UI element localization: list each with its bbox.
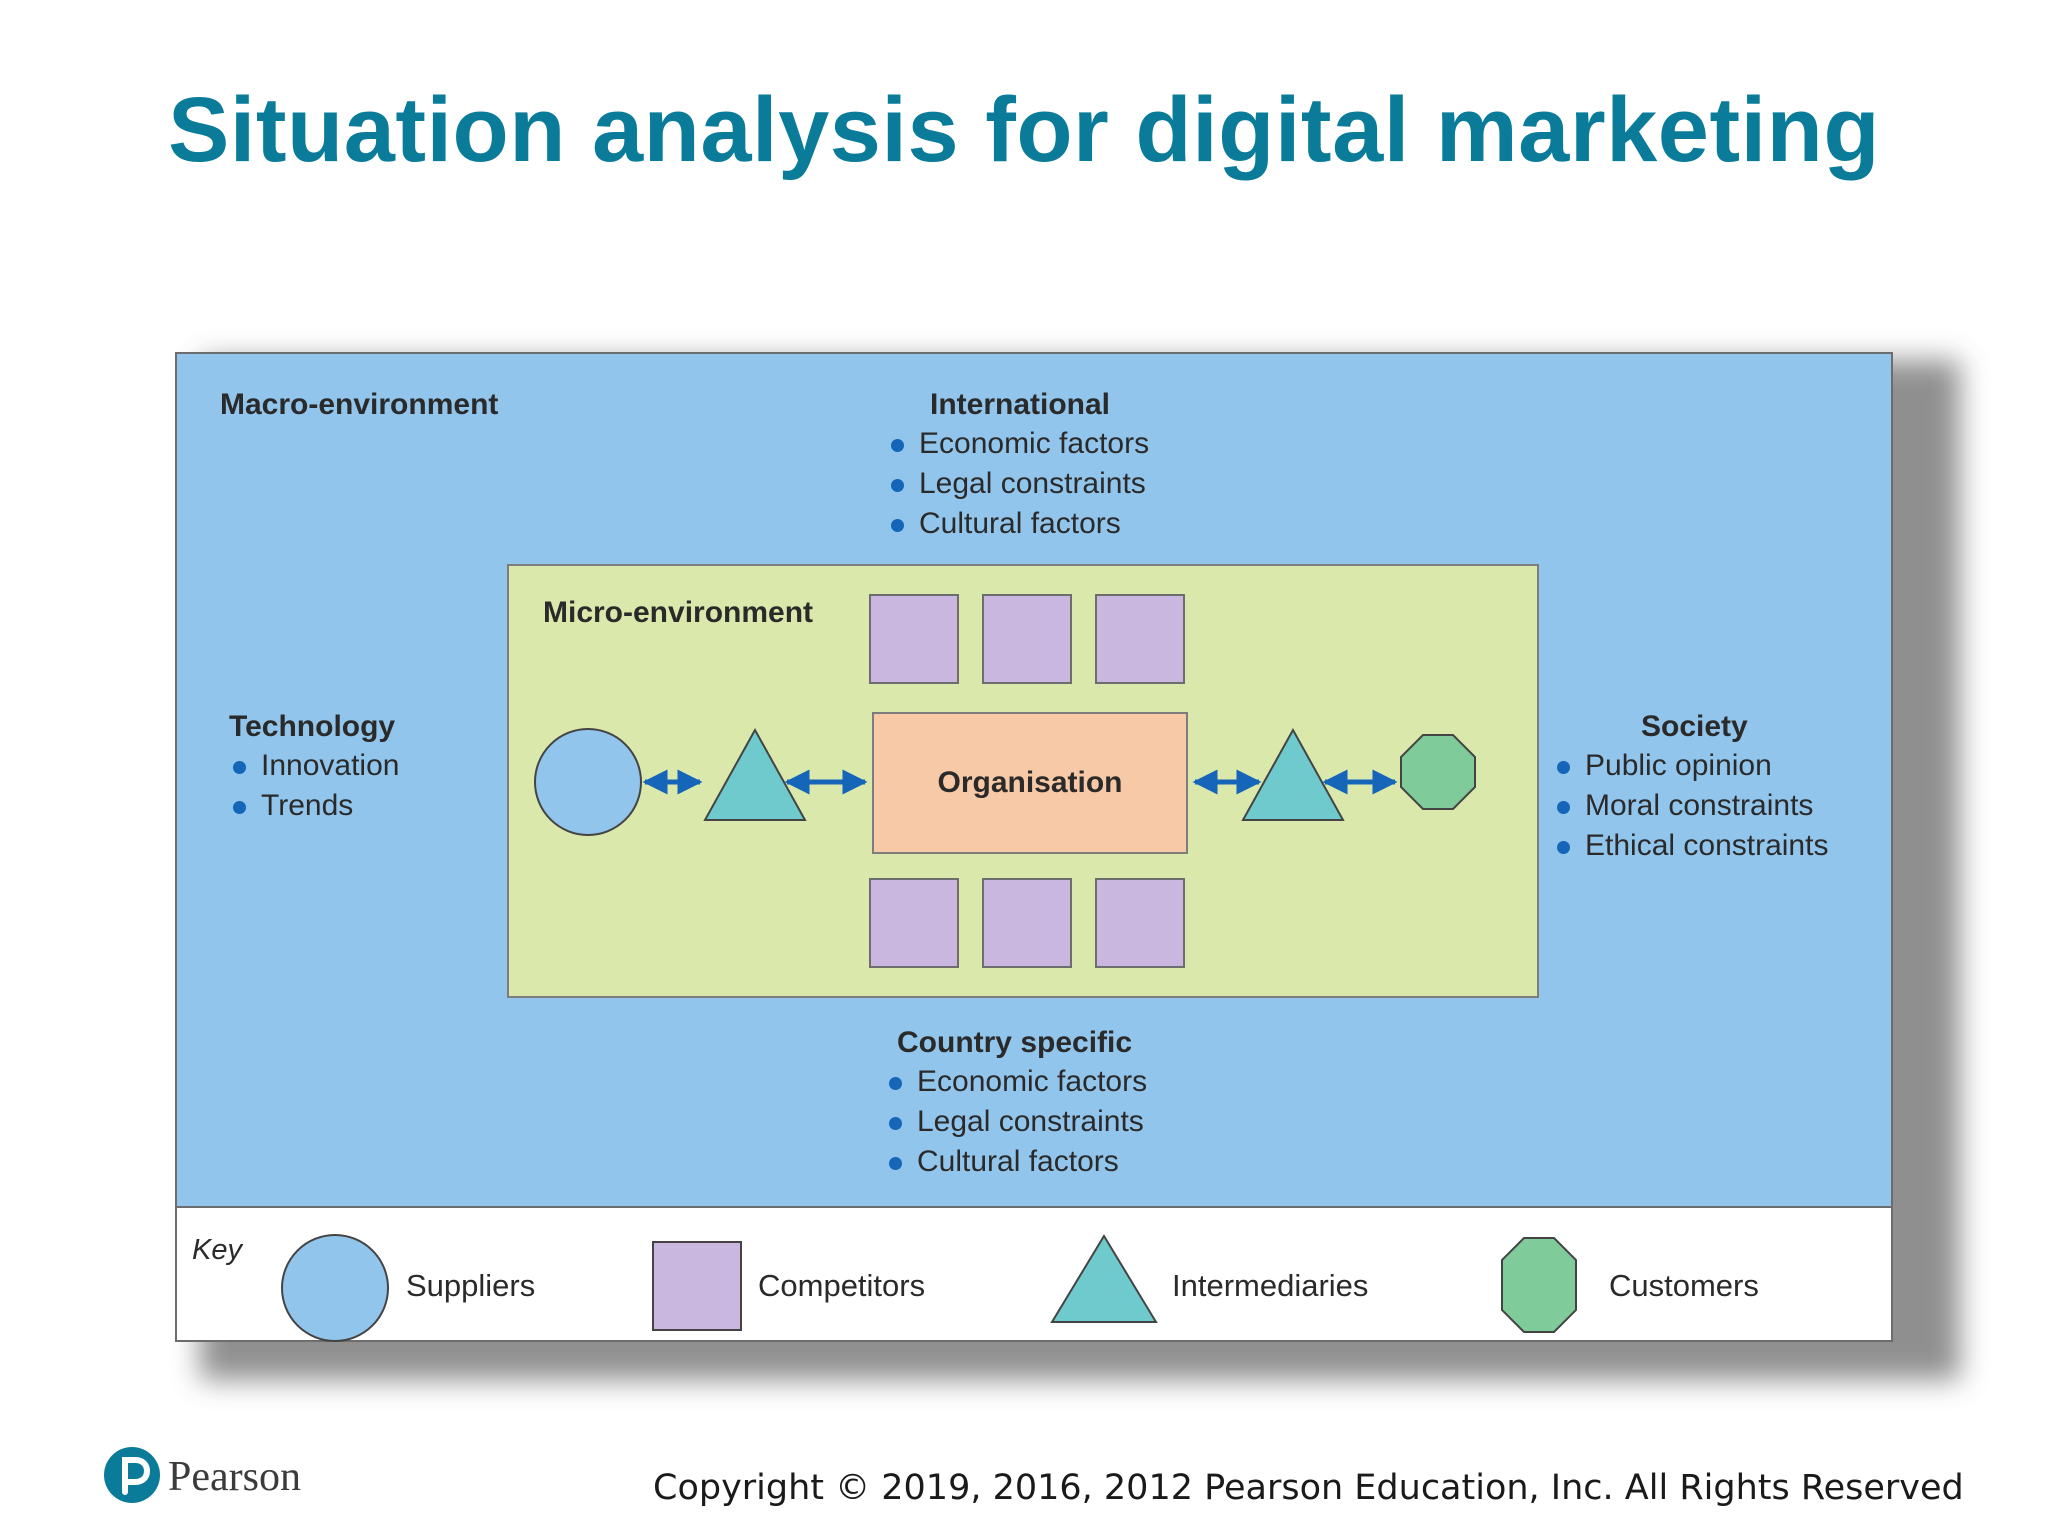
competitor-square <box>869 594 959 684</box>
international-list: Economic factors Legal constraints Cultu… <box>887 424 1149 544</box>
key-label-intermediaries: Intermediaries <box>1172 1268 1369 1303</box>
intermediary-triangle <box>703 727 807 821</box>
key-label-suppliers: Suppliers <box>406 1268 536 1303</box>
key-shapes <box>281 1234 1577 1342</box>
key-label-competitors: Competitors <box>758 1268 926 1303</box>
pearson-logo-icon <box>104 1447 160 1503</box>
country-specific-heading: Country specific <box>897 1026 1133 1059</box>
pearson-brand: Pearson <box>168 1454 301 1500</box>
country-specific-item: Legal constraints <box>885 1102 1147 1142</box>
key-label-customers: Customers <box>1609 1268 1759 1303</box>
technology-item: Innovation <box>229 746 399 786</box>
technology-list: Innovation Trends <box>229 746 399 826</box>
society-group: Society Public opinion Moral constraints… <box>1553 710 1828 866</box>
customer-octagon <box>1400 734 1476 810</box>
international-item: Legal constraints <box>887 464 1149 504</box>
country-specific-list: Economic factors Legal constraints Cultu… <box>885 1062 1147 1182</box>
organisation-box: Organisation <box>872 712 1188 854</box>
copyright-text: Copyright © 2019, 2016, 2012 Pearson Edu… <box>653 1468 1964 1508</box>
competitor-square <box>982 878 1072 968</box>
competitor-square <box>982 594 1072 684</box>
society-heading: Society <box>1641 710 1748 743</box>
country-specific-group: Country specific Economic factors Legal … <box>885 1026 1147 1182</box>
macro-environment-box: Macro-environment International Economic… <box>177 354 1891 1208</box>
society-list: Public opinion Moral constraints Ethical… <box>1553 746 1828 866</box>
international-item: Cultural factors <box>887 504 1149 544</box>
society-item: Ethical constraints <box>1553 826 1828 866</box>
competitor-square <box>1095 594 1185 684</box>
slide-title: Situation analysis for digital marketing <box>167 79 1881 181</box>
supplier-circle <box>534 728 642 836</box>
key-supplier-circle <box>281 1234 389 1342</box>
key-customer-octagon <box>1501 1237 1577 1333</box>
country-specific-item: Economic factors <box>885 1062 1147 1102</box>
diagram-figure: Macro-environment International Economic… <box>175 352 1893 1342</box>
supply-chain-flow <box>534 727 1476 836</box>
key-competitor-square <box>652 1241 742 1331</box>
intermediary-triangle <box>1241 727 1345 821</box>
technology-group: Technology Innovation Trends <box>229 710 399 826</box>
technology-item: Trends <box>229 786 399 826</box>
key-title: Key <box>192 1234 242 1266</box>
international-item: Economic factors <box>887 424 1149 464</box>
competitor-square <box>1095 878 1185 968</box>
micro-environment-label: Micro-environment <box>543 596 814 629</box>
competitor-square <box>869 878 959 968</box>
technology-heading: Technology <box>229 710 396 743</box>
country-specific-item: Cultural factors <box>885 1142 1147 1182</box>
international-heading: International <box>930 388 1111 421</box>
macro-environment-label: Macro-environment <box>220 388 499 421</box>
society-item: Moral constraints <box>1553 786 1828 826</box>
society-item: Public opinion <box>1553 746 1828 786</box>
international-group: International Economic factors Legal con… <box>887 388 1149 544</box>
key-intermediary-triangle <box>1050 1234 1158 1323</box>
